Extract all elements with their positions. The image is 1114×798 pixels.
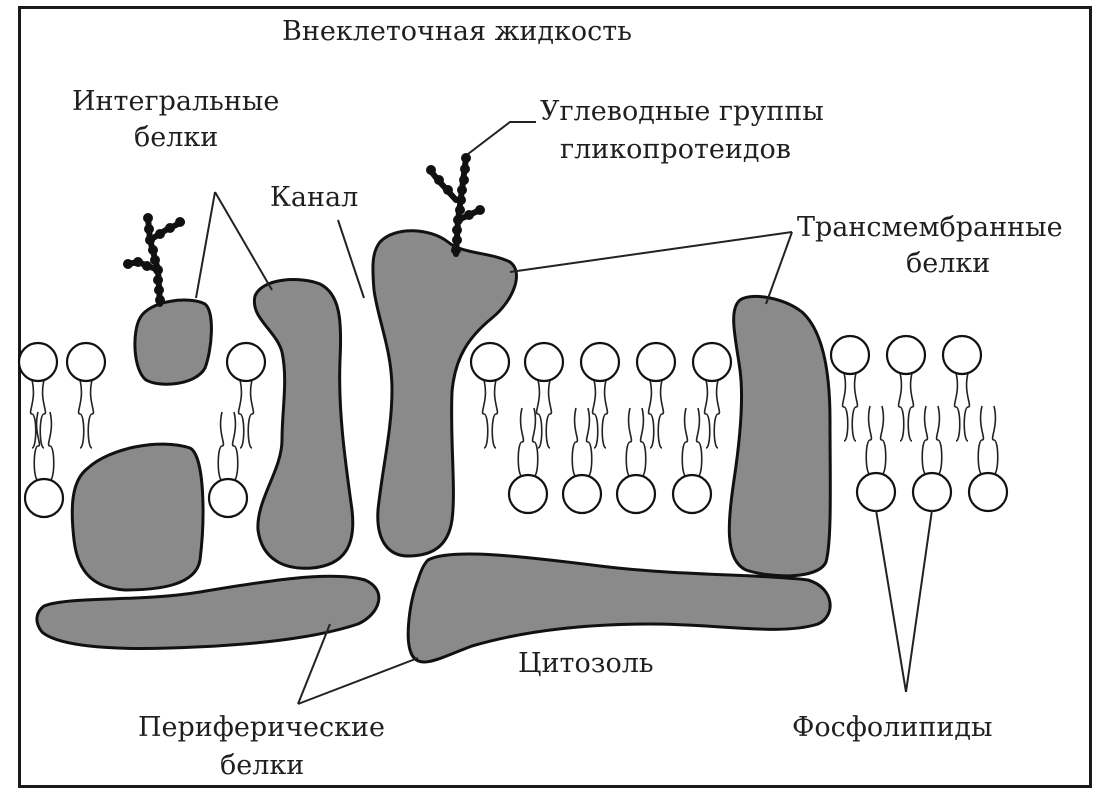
lipid-tail <box>602 380 607 448</box>
lipid-tail <box>658 380 663 448</box>
label-carbohydrate-groups-2: гликопротеидов <box>560 134 791 165</box>
phospholipid-head <box>637 343 675 381</box>
phospholipid-head <box>673 475 711 513</box>
leader-carbohydrate <box>468 122 536 154</box>
lipid-tail <box>937 406 942 474</box>
leader-peripheral-2 <box>298 658 418 704</box>
lipid-tail <box>79 380 84 448</box>
lipid-tail <box>682 408 687 476</box>
lipid-tail <box>593 380 598 448</box>
phospholipid-head <box>581 343 619 381</box>
lipid-tail <box>537 380 542 448</box>
label-carbohydrate-groups-1: Углеводные группы <box>540 96 824 127</box>
label-integral-proteins-2: белки <box>134 122 218 153</box>
lipid-tail <box>533 408 538 476</box>
phospholipid-head <box>67 343 105 381</box>
lipid-tail <box>866 406 871 474</box>
phospholipid-head <box>209 479 247 517</box>
lipid-tail <box>714 380 719 448</box>
lipid-tail <box>705 380 710 448</box>
lipid-tail <box>218 412 223 480</box>
lipid-tail <box>852 373 857 441</box>
lipid-tail <box>248 380 253 448</box>
phospholipid-head <box>227 343 265 381</box>
lipid-tail <box>40 380 45 448</box>
phospholipid-head <box>913 473 951 511</box>
phospholipid-head <box>693 343 731 381</box>
lipid-tail <box>922 406 927 474</box>
lipid-tail <box>881 406 886 474</box>
lipid-tail <box>964 373 969 441</box>
lipid-tail <box>649 380 654 448</box>
leader-integral-2 <box>215 192 272 290</box>
lipid-tail <box>899 373 904 441</box>
phospholipid-head <box>25 479 63 517</box>
phospholipid-head <box>887 336 925 374</box>
phospholipid-head <box>969 473 1007 511</box>
phospholipid-head <box>857 473 895 511</box>
lipid-tail <box>572 408 577 476</box>
label-integral-proteins-1: Интегральные <box>72 86 279 117</box>
lipid-tail <box>587 408 592 476</box>
leader-phospholipid-2 <box>906 510 932 692</box>
label-channel: Канал <box>270 182 358 213</box>
phospholipid-head <box>509 475 547 513</box>
lipid-tail <box>626 408 631 476</box>
leader-phospholipid-1 <box>876 510 906 692</box>
lipid-tail <box>518 408 523 476</box>
phospholipid-head <box>617 475 655 513</box>
lipid-tail <box>641 408 646 476</box>
integral-protein-small <box>135 300 212 384</box>
peripheral-protein-left <box>37 576 379 648</box>
label-transmembrane-proteins-1: Трансмембранные <box>797 212 1063 243</box>
lipid-tail <box>908 373 913 441</box>
lipid-tail <box>843 373 848 441</box>
leader-transmembrane-2 <box>766 232 792 304</box>
lipid-tail <box>31 380 36 448</box>
lipid-tail <box>955 373 960 441</box>
leader-transmembrane-1 <box>510 232 792 272</box>
phospholipid-head <box>943 336 981 374</box>
phospholipid-head <box>471 343 509 381</box>
lipid-tail <box>239 380 244 448</box>
labels: Внеклеточная жидкость Интегральные белки… <box>72 16 1063 781</box>
integral-protein-lower <box>72 444 203 590</box>
label-phospholipids: Фосфолипиды <box>792 712 992 743</box>
lipid-tail <box>492 380 497 448</box>
phospholipid-head <box>831 336 869 374</box>
phospholipid-head <box>525 343 563 381</box>
sugar-chain-left <box>123 213 185 305</box>
leader-integral-1 <box>196 192 215 298</box>
label-peripheral-proteins-1: Периферические <box>138 712 385 743</box>
lipid-tail <box>978 406 983 474</box>
leader-channel <box>338 220 364 298</box>
lipid-tail <box>88 380 93 448</box>
lipid-tail <box>483 380 488 448</box>
proteins <box>37 231 830 662</box>
transmembrane-protein-right <box>729 296 830 575</box>
lipid-tail <box>49 412 54 480</box>
label-transmembrane-proteins-2: белки <box>906 248 990 279</box>
lipid-tail <box>697 408 702 476</box>
phospholipid-head <box>563 475 601 513</box>
phospholipid-head <box>19 343 57 381</box>
lipid-tail <box>993 406 998 474</box>
lipid-tail <box>546 380 551 448</box>
label-cytosol: Цитозоль <box>518 648 654 679</box>
label-peripheral-proteins-2: белки <box>220 750 304 781</box>
channel-protein-left <box>254 280 352 569</box>
label-extracellular-fluid: Внеклеточная жидкость <box>282 16 632 47</box>
lipid-tail <box>233 412 238 480</box>
